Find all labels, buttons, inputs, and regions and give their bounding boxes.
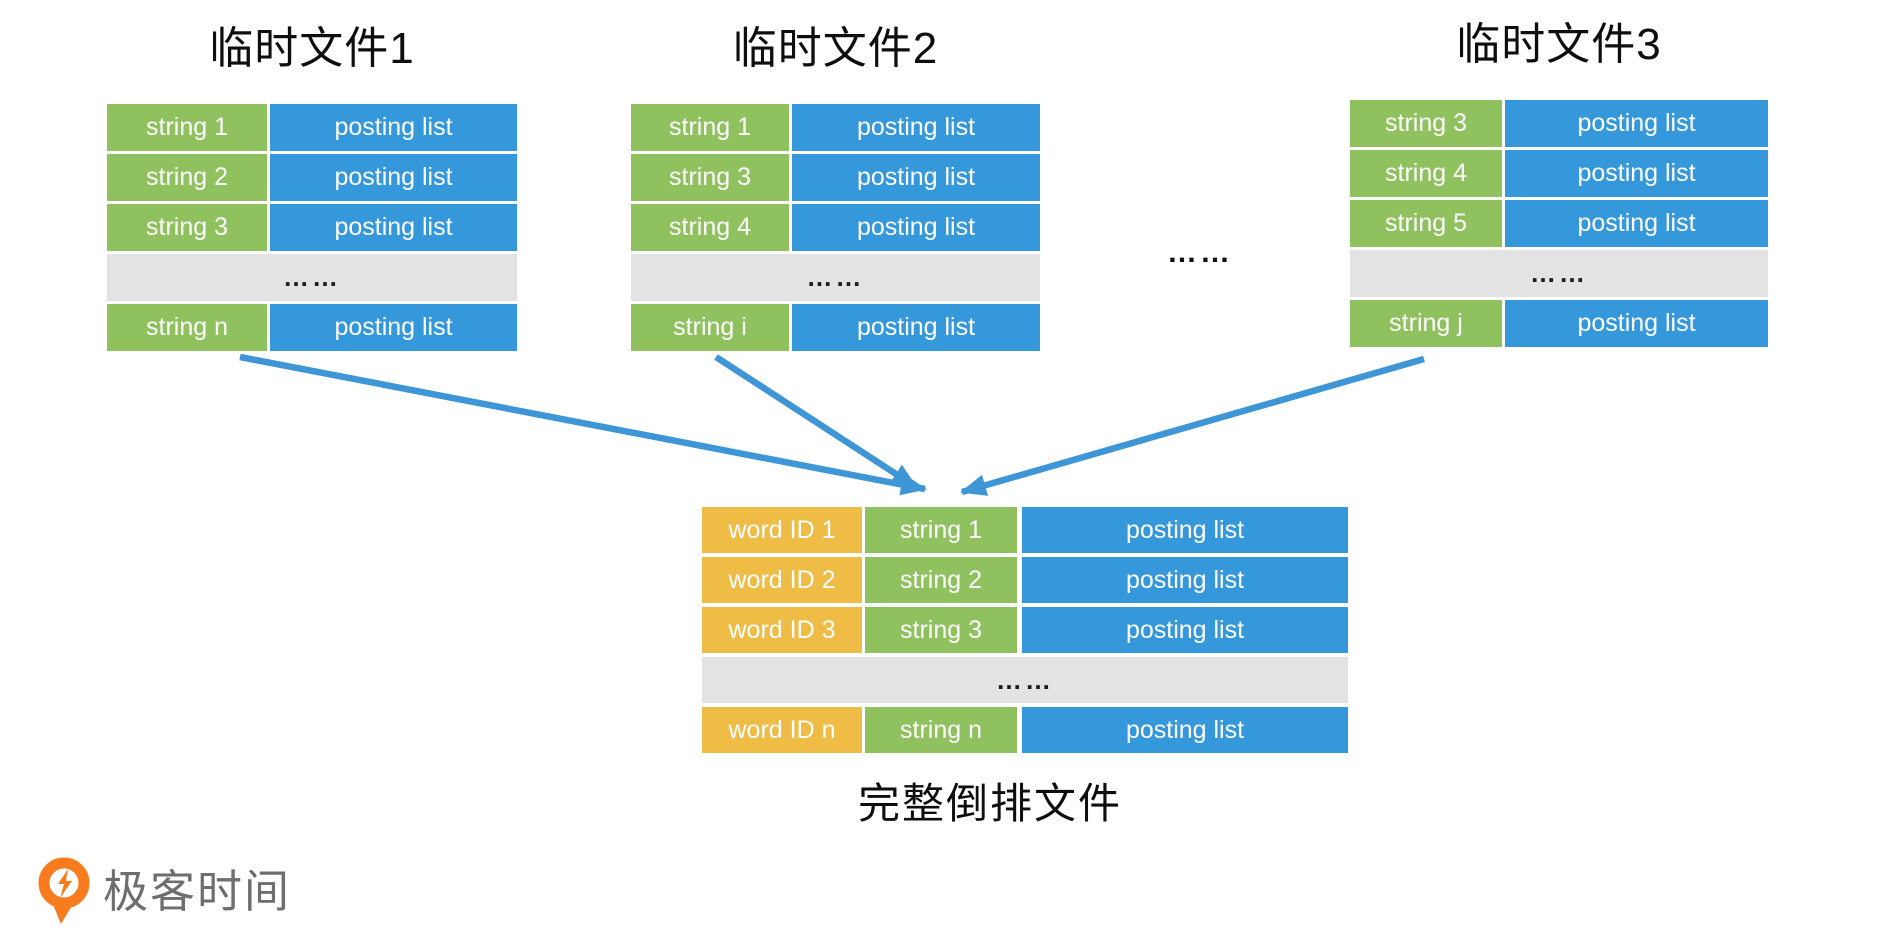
merge-arrow-from-file-2: [714, 354, 918, 490]
merge-arrow-from-file-1: [239, 353, 927, 496]
table-row: string n posting list: [107, 304, 517, 351]
word-id-cell: word ID 3: [702, 607, 862, 653]
string-cell: string 3: [107, 204, 267, 251]
table-row: word ID n string n posting list: [702, 707, 1348, 753]
posting-list-cell: posting list: [1505, 300, 1768, 347]
string-cell: string 2: [107, 154, 267, 201]
table-row: word ID 2 string 2 posting list: [702, 557, 1348, 603]
string-cell: string i: [631, 304, 789, 351]
posting-list-cell: posting list: [1022, 607, 1348, 653]
temp-file-3-title: 临时文件3: [1456, 20, 1662, 69]
table-row: string 1 posting list: [107, 104, 517, 151]
table-row: string 3 posting list: [1350, 100, 1768, 147]
temp-file-2-title: 临时文件2: [732, 24, 939, 73]
table-row: string 4 posting list: [1350, 150, 1768, 197]
geektime-logo-text: 极客时间: [103, 866, 292, 917]
geektime-logo-icon: [38, 857, 90, 924]
string-cell: string 2: [865, 557, 1017, 603]
posting-list-cell: posting list: [270, 204, 517, 251]
merged-file-table: word ID 1 string 1 posting list word ID …: [702, 507, 1348, 757]
posting-list-cell: posting list: [792, 304, 1040, 351]
posting-list-cell: posting list: [792, 154, 1040, 201]
temp-file-1-title: 临时文件1: [209, 24, 415, 73]
posting-list-cell: posting list: [270, 154, 517, 201]
string-cell: string 4: [631, 204, 789, 251]
string-cell: string j: [1350, 300, 1502, 347]
temp-file-2-table: string 1 posting list string 3 posting l…: [631, 104, 1040, 351]
table-row: string i posting list: [631, 304, 1040, 351]
posting-list-cell: posting list: [1505, 200, 1768, 247]
table-row: string 2 posting list: [107, 154, 517, 201]
string-cell: string 4: [1350, 150, 1502, 197]
table-row: word ID 3 string 3 posting list: [702, 607, 1348, 653]
posting-list-cell: posting list: [1505, 100, 1768, 147]
posting-list-cell: posting list: [1505, 150, 1768, 197]
string-cell: string 1: [631, 104, 789, 151]
table-row: string 3 posting list: [631, 154, 1040, 201]
temp-file-3-table: string 3 posting list string 4 posting l…: [1350, 100, 1768, 347]
string-cell: string 3: [631, 154, 789, 201]
string-cell: string 1: [865, 507, 1017, 553]
string-cell: string 3: [865, 607, 1017, 653]
temp-file-1-table: string 1 posting list string 2 posting l…: [107, 104, 517, 351]
table-row: string 4 posting list: [631, 204, 1040, 251]
ellipsis-row: ……: [107, 254, 517, 301]
string-cell: string 3: [1350, 100, 1502, 147]
table-row: string 1 posting list: [631, 104, 1040, 151]
posting-list-cell: posting list: [1022, 507, 1348, 553]
merged-file-caption: 完整倒排文件: [857, 780, 1122, 827]
string-cell: string 1: [107, 104, 267, 151]
posting-list-cell: posting list: [792, 204, 1040, 251]
string-cell: string n: [865, 707, 1017, 753]
posting-list-cell: posting list: [1022, 557, 1348, 603]
between-files-ellipsis: ……: [1167, 236, 1233, 269]
table-row: string j posting list: [1350, 300, 1768, 347]
posting-list-cell: posting list: [792, 104, 1040, 151]
ellipsis-row: ……: [1350, 250, 1768, 297]
word-id-cell: word ID 2: [702, 557, 862, 603]
word-id-cell: word ID 1: [702, 507, 862, 553]
merge-arrow-from-file-3: [960, 355, 1425, 496]
posting-list-cell: posting list: [270, 104, 517, 151]
ellipsis-row: ……: [702, 657, 1348, 703]
word-id-cell: word ID n: [702, 707, 862, 753]
table-row: string 5 posting list: [1350, 200, 1768, 247]
posting-list-cell: posting list: [270, 304, 517, 351]
posting-list-cell: posting list: [1022, 707, 1348, 753]
ellipsis-row: ……: [631, 254, 1040, 301]
geektime-logo: 极客时间: [37, 856, 291, 928]
string-cell: string 5: [1350, 200, 1502, 247]
table-row: word ID 1 string 1 posting list: [702, 507, 1348, 553]
string-cell: string n: [107, 304, 267, 351]
table-row: string 3 posting list: [107, 204, 517, 251]
